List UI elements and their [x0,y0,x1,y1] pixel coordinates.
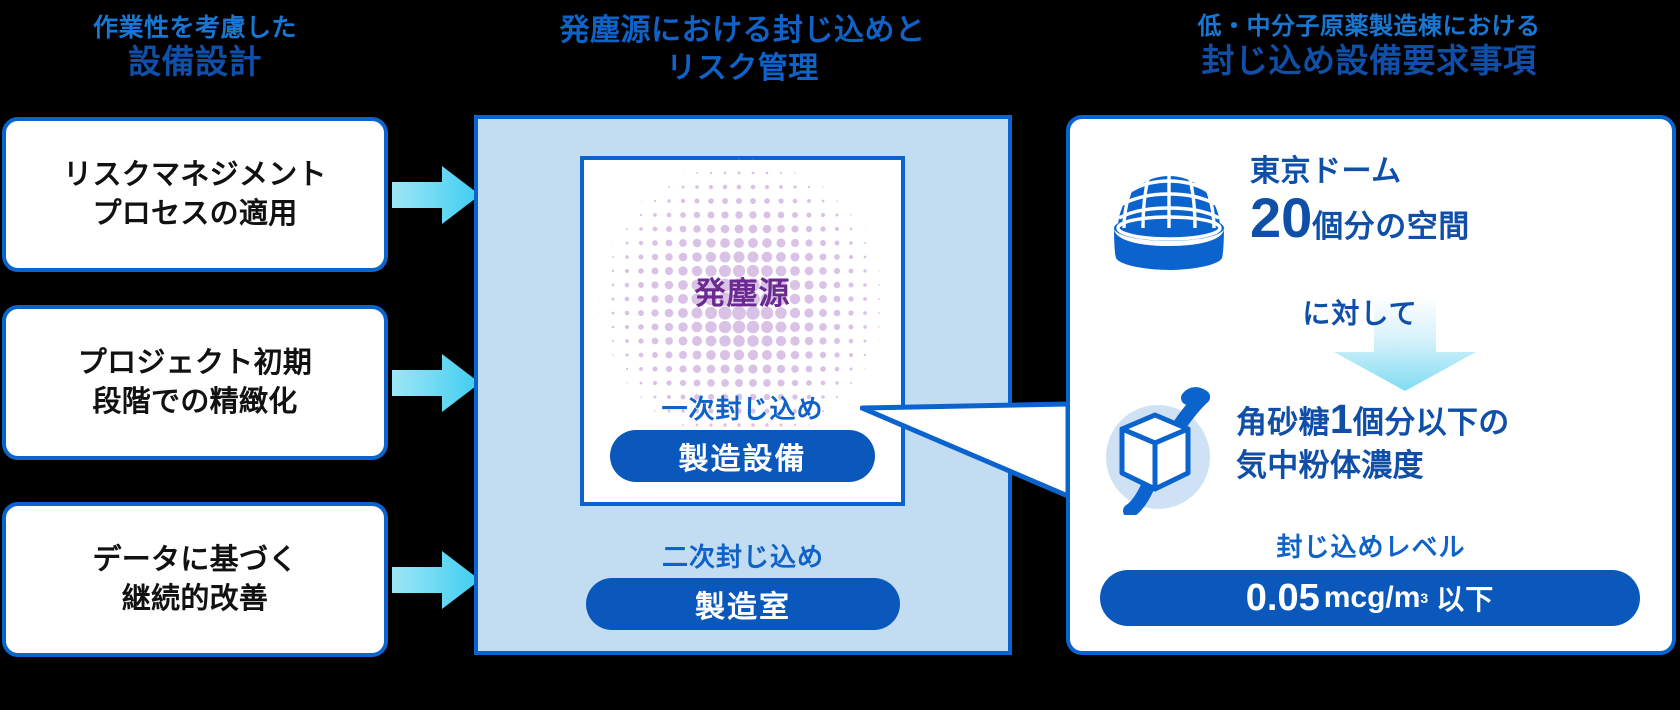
right-column-heading: 低・中分子原薬製造棟における 封じ込め設備要求事項 [1062,13,1676,80]
center-heading-sub: 発塵源における封じ込めと [559,14,926,47]
left-card-line2: 段階での精緻化 [92,385,298,418]
left-card-line1: プロジェクト初期 [77,346,313,379]
sugar-concentration-text: 角砂糖1個分以下の 気中粉体濃度 [1236,392,1656,487]
right-heading-sub: 低・中分子原薬製造棟における [1197,13,1541,40]
level-value: 0.05 [1245,576,1320,619]
right-heading-main: 封じ込め設備要求事項 [1201,41,1537,79]
left-heading-sub: 作業性を考慮した [92,14,297,42]
containment-level-caption: 封じ込めレベル [1276,532,1466,562]
dome-line1: 東京ドーム [1250,155,1402,188]
level-unit-superscript: 3 [1420,590,1431,606]
secondary-containment-caption: 二次封じ込め [661,542,824,572]
left-card-risk-management[interactable]: リスクマネジメント プロセスの適用 [2,117,388,272]
center-heading-main: リスク管理 [666,51,819,85]
sugar-line2: 気中粉体濃度 [1236,448,1424,484]
left-card-text: データに基づく 継続的改善 [92,541,297,618]
sugar-line1: 角砂糖1個分以下の [1236,392,1656,446]
sugar-suffix: 個分以下の [1353,405,1510,440]
left-heading-main: 設備設計 [128,43,262,80]
sugar-number: 1 [1329,396,1354,442]
arrow-down-icon [1334,296,1476,391]
callout-wedge-icon [860,401,1070,498]
center-column-heading: 発塵源における封じ込めと リスク管理 [470,14,1015,85]
left-card-line1: データに基づく [92,543,298,576]
dome-unit: 個分の空間 [1312,209,1470,244]
left-card-line1: リスクマネジメント [63,158,327,191]
arrow-right-icon [392,354,480,412]
sugar-prefix: 角砂糖 [1236,405,1330,440]
tokyo-dome-icon [1114,176,1224,270]
primary-containment-caption: 一次封じ込め [661,394,824,424]
left-card-line2: 継続的改善 [121,582,269,615]
manufacturing-room-pill[interactable]: 製造室 [586,578,900,630]
left-card-text: プロジェクト初期 段階での精緻化 [78,344,312,421]
dome-line2: 20 個分の空間 [1250,190,1650,246]
dust-source-label: 発塵源 [694,276,791,311]
arrow-right-icon [392,551,480,609]
level-suffix: 以下 [1436,584,1495,615]
arrow-right-icon [392,166,480,224]
dome-volume-text: 東京ドーム 20 個分の空間 [1250,155,1650,246]
dome-number: 20 [1250,186,1313,249]
level-unit: mcg/m [1323,581,1421,614]
left-card-project-early-stage[interactable]: プロジェクト初期 段階での精緻化 [2,305,388,460]
connector-text: に対して [1302,298,1418,329]
left-column-heading: 作業性を考慮した 設備設計 [0,14,390,81]
left-card-line2: プロセスの適用 [92,197,298,230]
sugar-cube-spoon-icon [1106,387,1210,515]
left-card-continuous-improvement[interactable]: データに基づく 継続的改善 [2,502,388,657]
manufacturing-equipment-pill[interactable]: 製造設備 [610,430,875,482]
left-card-text: リスクマネジメント プロセスの適用 [63,156,327,233]
